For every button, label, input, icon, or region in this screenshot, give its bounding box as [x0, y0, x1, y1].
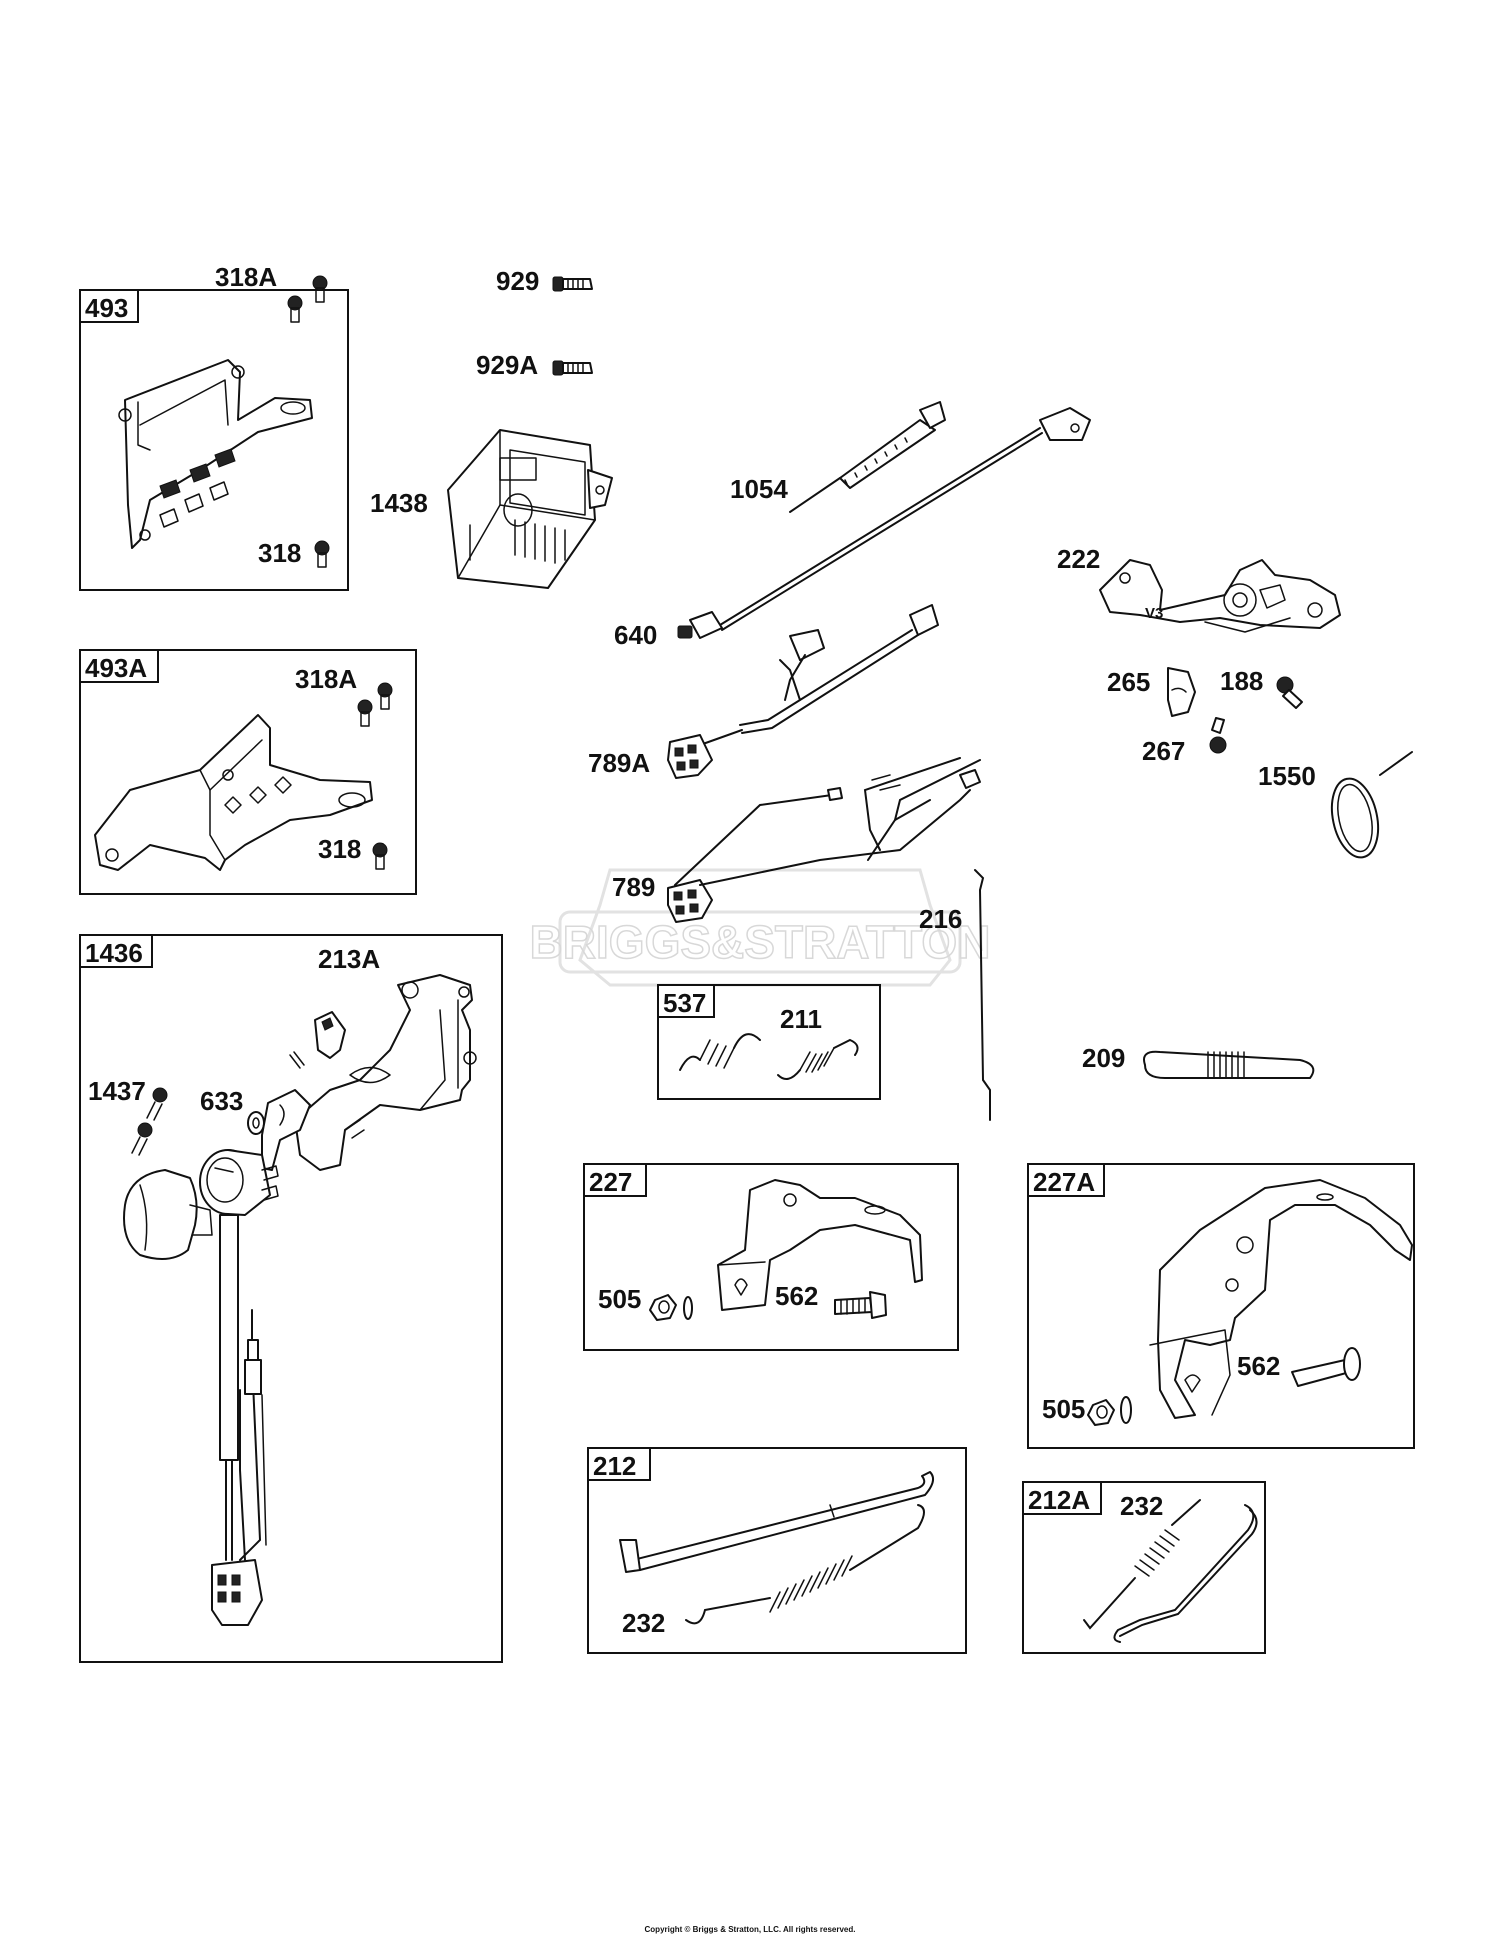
bolt-929 — [552, 276, 593, 292]
part-label-267: 267 — [1142, 736, 1185, 766]
group-label-493A: 493A — [85, 653, 147, 683]
group-227A: 227A 505 562 — [1027, 1163, 1415, 1449]
module-1438 — [447, 429, 613, 589]
screw-267 — [1209, 717, 1227, 754]
screw-318A-top — [287, 275, 328, 323]
washer-633 — [247, 1111, 265, 1135]
group-212: 212 232 — [587, 1447, 967, 1654]
group-label-227A: 227A — [1033, 1167, 1095, 1197]
part-label-318A-mid: 318A — [295, 664, 357, 694]
group-493: 493 318A 318 — [79, 262, 349, 591]
group-537: 537 211 — [657, 984, 881, 1100]
copyright-footer: Copyright © Briggs & Stratton, LLC. All … — [645, 1925, 856, 1934]
spring-232-left — [685, 1504, 925, 1625]
bracket-493A — [94, 714, 373, 871]
harness-789A — [667, 604, 939, 779]
screw-318-mid — [372, 842, 388, 870]
bracket-213A — [289, 974, 477, 1171]
nut-505-left — [649, 1294, 693, 1321]
harness-789 — [667, 757, 981, 923]
part-label-318-mid: 318 — [318, 834, 361, 864]
part-label-1054: 1054 — [730, 474, 788, 504]
rod-212 — [619, 1471, 935, 1573]
bracket-227 — [717, 1179, 923, 1311]
spring-537 — [679, 1033, 761, 1071]
part-label-209: 209 — [1082, 1043, 1125, 1073]
part-label-222: 222 — [1057, 544, 1100, 574]
part-label-1438: 1438 — [370, 488, 428, 518]
spring-209 — [1143, 1050, 1315, 1079]
group-212A: 212A 232 — [1022, 1481, 1266, 1654]
bolt-929A — [552, 360, 593, 376]
bolt-562-right — [1291, 1347, 1361, 1387]
spring-211 — [777, 1038, 859, 1080]
part-label-232-left: 232 — [622, 1608, 665, 1638]
rod-212A — [1113, 1504, 1258, 1643]
cable-tie-1054 — [789, 401, 946, 513]
nut-505-right — [1087, 1396, 1132, 1426]
spring-1550 — [1330, 751, 1413, 859]
lead-640 — [677, 407, 1091, 639]
part-label-929: 929 — [496, 266, 539, 296]
part-label-789A: 789A — [588, 748, 650, 778]
group-label-212A: 212A — [1028, 1485, 1090, 1515]
screw-318A-mid — [357, 682, 393, 727]
part-label-216: 216 — [919, 904, 962, 934]
part-label-211: 211 — [780, 1004, 822, 1034]
part-label-789: 789 — [612, 872, 655, 902]
part-label-929A: 929A — [476, 350, 538, 380]
part-label-232-right: 232 — [1120, 1491, 1163, 1521]
switch-1436 — [199, 1149, 279, 1216]
part-label-318-top: 318 — [258, 538, 301, 568]
part-label-213A: 213A — [318, 944, 380, 974]
group-label-493: 493 — [85, 293, 128, 323]
watermark-brand: BRIGGS&STRATTON — [530, 916, 991, 968]
knob-1436 — [123, 1169, 213, 1260]
plate-1436 — [261, 1089, 311, 1171]
part-label-633: 633 — [200, 1086, 243, 1116]
part-label-562-left: 562 — [775, 1281, 818, 1311]
screw-188 — [1276, 676, 1303, 709]
part-label-265: 265 — [1107, 667, 1150, 697]
group-label-537: 537 — [663, 988, 706, 1018]
part-label-640: 640 — [614, 620, 657, 650]
group-493A: 493A 318A 318 — [79, 649, 417, 895]
part-label-1550: 1550 — [1258, 761, 1316, 791]
part-label-562-right: 562 — [1237, 1351, 1280, 1381]
clip-265 — [1167, 667, 1196, 717]
part-label-505-left: 505 — [598, 1284, 641, 1314]
governor-222: V3 — [1099, 559, 1341, 633]
part-label-1437: 1437 — [88, 1076, 146, 1106]
harness-1436 — [211, 1214, 267, 1626]
group-label-1436: 1436 — [85, 938, 143, 968]
bolt-562-left — [834, 1291, 887, 1319]
group-label-212: 212 — [593, 1451, 636, 1481]
group-label-227: 227 — [589, 1167, 632, 1197]
link-216 — [974, 869, 991, 1121]
bracket-493 — [118, 359, 313, 549]
group-1436: 1436 213A 1437 633 — [79, 934, 503, 1663]
bracket-227A — [1149, 1179, 1413, 1419]
spring-232-right — [1083, 1499, 1201, 1630]
screw-318-top — [314, 540, 330, 568]
group-227: 227 505 562 — [583, 1163, 959, 1351]
watermark: BRIGGS&STRATTON — [529, 868, 991, 987]
part-label-318A-top: 318A — [215, 262, 277, 292]
governor-mark: V3 — [1145, 605, 1163, 622]
part-label-188: 188 — [1220, 666, 1263, 696]
part-label-505-right: 505 — [1042, 1394, 1085, 1424]
screw-1437 — [131, 1087, 168, 1156]
